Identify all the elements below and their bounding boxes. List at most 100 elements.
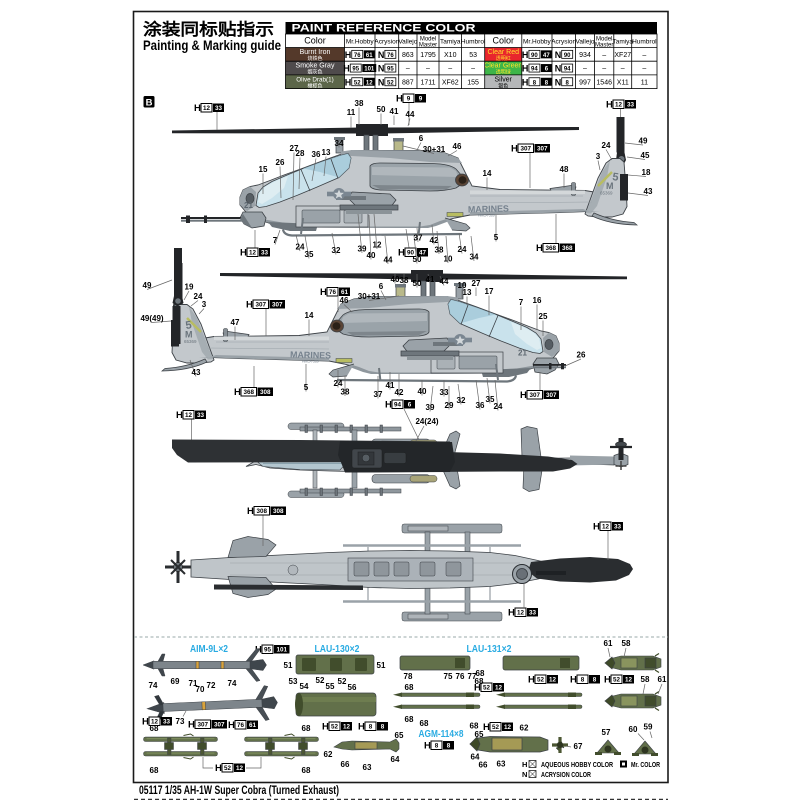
svg-text:LAU-131×2: LAU-131×2 <box>467 644 512 655</box>
svg-text:48: 48 <box>560 165 569 174</box>
svg-text:24: 24 <box>296 243 305 252</box>
svg-text:39: 39 <box>426 403 435 412</box>
svg-text:Smoke Gray: Smoke Gray <box>296 63 335 70</box>
svg-text:银色: 银色 <box>498 82 508 89</box>
svg-text:XF27: XF27 <box>614 52 631 59</box>
svg-text:B: B <box>146 97 153 108</box>
svg-text:1795: 1795 <box>420 52 436 59</box>
svg-text:MARINES: MARINES <box>468 203 509 214</box>
svg-text:52: 52 <box>613 677 621 684</box>
svg-text:H: H <box>398 247 405 258</box>
svg-text:12: 12 <box>151 719 159 726</box>
svg-text:30+31: 30+31 <box>423 145 446 154</box>
svg-text:N: N <box>555 50 562 60</box>
svg-text:90: 90 <box>407 250 415 257</box>
svg-text:887: 887 <box>402 79 414 86</box>
svg-text:56: 56 <box>348 683 357 692</box>
svg-text:52: 52 <box>331 724 339 731</box>
svg-text:H: H <box>424 740 431 751</box>
svg-text:14: 14 <box>305 311 314 320</box>
svg-text:H: H <box>320 287 327 298</box>
svg-text:42: 42 <box>395 388 404 397</box>
svg-text:33: 33 <box>440 388 449 397</box>
svg-text:H: H <box>570 674 577 685</box>
svg-text:308: 308 <box>260 389 271 396</box>
svg-text:62: 62 <box>520 724 529 733</box>
svg-text:307: 307 <box>197 722 208 729</box>
svg-text:997: 997 <box>579 79 591 86</box>
svg-text:52: 52 <box>537 677 545 684</box>
svg-text:41: 41 <box>390 107 399 116</box>
svg-text:AQUEOUS HOBBY COLOR: AQUEOUS HOBBY COLOR <box>541 760 613 769</box>
svg-text:Mr.Hobby: Mr.Hobby <box>523 39 552 46</box>
svg-text:–: – <box>471 66 475 73</box>
svg-text:橄榄色: 橄榄色 <box>307 82 322 89</box>
svg-text:Color: Color <box>304 36 326 46</box>
svg-text:8: 8 <box>545 80 549 86</box>
svg-text:78: 78 <box>404 672 413 681</box>
svg-text:33: 33 <box>163 719 171 726</box>
svg-text:10: 10 <box>458 281 467 290</box>
svg-text:68: 68 <box>475 677 484 686</box>
svg-text:16: 16 <box>533 296 542 305</box>
svg-text:N: N <box>555 64 562 74</box>
svg-text:934: 934 <box>579 52 591 59</box>
svg-text:368: 368 <box>243 389 254 396</box>
svg-text:24: 24 <box>458 245 467 254</box>
svg-text:69: 69 <box>171 677 180 686</box>
svg-text:26: 26 <box>276 158 285 167</box>
svg-text:H: H <box>228 720 235 731</box>
svg-text:32: 32 <box>457 396 466 405</box>
svg-text:6: 6 <box>419 134 424 143</box>
svg-text:Tamiya: Tamiya <box>440 39 461 46</box>
svg-text:155: 155 <box>467 79 479 86</box>
svg-text:94: 94 <box>531 67 538 73</box>
svg-text:41: 41 <box>386 381 395 390</box>
svg-text:8: 8 <box>581 677 585 684</box>
svg-text:95: 95 <box>387 67 394 73</box>
svg-text:65369: 65369 <box>184 339 197 344</box>
svg-text:13: 13 <box>322 148 331 157</box>
svg-text:307: 307 <box>546 392 557 399</box>
svg-text:38: 38 <box>355 99 364 108</box>
svg-text:8: 8 <box>381 724 385 731</box>
svg-text:52: 52 <box>387 80 394 86</box>
svg-text:–: – <box>602 66 606 73</box>
svg-text:26: 26 <box>577 351 586 360</box>
svg-text:24: 24 <box>494 402 503 411</box>
svg-text:52: 52 <box>483 685 491 692</box>
svg-text:Olive Drab(1): Olive Drab(1) <box>296 76 333 83</box>
svg-text:307: 307 <box>529 392 540 399</box>
svg-text:H: H <box>522 50 529 60</box>
svg-text:12: 12 <box>343 724 351 731</box>
svg-text:25: 25 <box>539 312 548 321</box>
svg-text:64: 64 <box>391 755 400 764</box>
svg-text:50: 50 <box>377 105 386 114</box>
svg-text:29: 29 <box>445 401 454 410</box>
svg-text:74: 74 <box>149 681 158 690</box>
svg-text:Acrysion: Acrysion <box>374 39 399 46</box>
svg-text:30+31: 30+31 <box>358 292 381 301</box>
svg-text:13: 13 <box>463 288 472 297</box>
svg-text:–: – <box>642 66 646 73</box>
svg-text:Clear Green: Clear Green <box>484 63 522 70</box>
svg-text:N: N <box>378 50 385 60</box>
svg-text:24: 24 <box>194 292 203 301</box>
svg-text:X10: X10 <box>444 52 457 59</box>
svg-text:12: 12 <box>517 610 525 617</box>
svg-text:MARINES: MARINES <box>290 350 331 361</box>
svg-text:–: – <box>642 52 646 59</box>
svg-text:Burnt Iron: Burnt Iron <box>300 49 331 56</box>
svg-text:Mr.Hobby: Mr.Hobby <box>346 39 375 46</box>
svg-text:24(24): 24(24) <box>415 417 438 426</box>
svg-text:10: 10 <box>444 255 453 264</box>
svg-text:H: H <box>522 77 529 87</box>
svg-text:透明红: 透明红 <box>496 55 511 62</box>
svg-text:36: 36 <box>312 150 321 159</box>
svg-text:–: – <box>602 52 606 59</box>
svg-text:53: 53 <box>469 52 477 59</box>
svg-text:H: H <box>511 143 518 154</box>
svg-text:68: 68 <box>302 724 311 733</box>
svg-text:5: 5 <box>612 171 620 184</box>
svg-text:PAINT REFERENCE COLOR: PAINT REFERENCE COLOR <box>292 23 476 35</box>
